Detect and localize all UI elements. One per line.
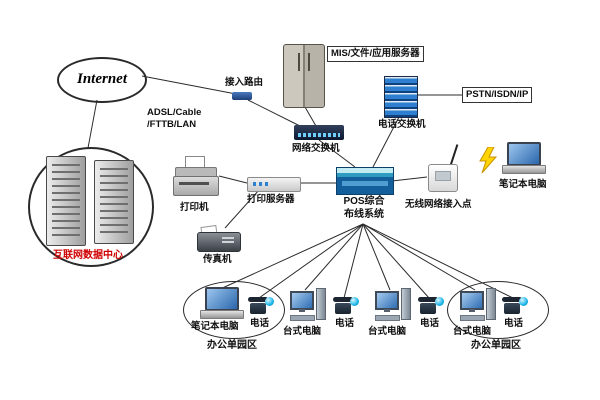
internet-label: Internet — [76, 71, 127, 87]
pos-label-line2: 布线系统 — [344, 208, 384, 220]
fax-label: 传真机 — [203, 254, 232, 265]
desktop-icon — [375, 288, 411, 324]
datacenter-label: 互联网数据中心 — [53, 250, 123, 261]
mis-server-label: MIS/文件/应用服务器 — [327, 46, 424, 62]
server-tower-icon — [94, 160, 134, 244]
pbx-label: 电话交换机 — [378, 119, 426, 130]
office-area-right-label: 办公单园区 — [471, 340, 521, 351]
printer-label: 打印机 — [180, 202, 209, 213]
office-area-left-label: 办公单园区 — [207, 340, 257, 351]
wireless-ap-icon — [424, 144, 464, 194]
device-label: 电话 — [504, 318, 524, 329]
desktop-icon — [460, 288, 496, 324]
wireless-ap-label: 无线网络接入点 — [405, 199, 472, 210]
laptop-icon — [200, 287, 244, 319]
pos-cabling-system-icon — [336, 167, 394, 195]
mis-server-icon — [283, 44, 325, 108]
phone-icon — [333, 297, 359, 317]
phone-icon — [502, 297, 528, 317]
access-router-icon — [232, 92, 252, 100]
pstn-label: PSTN/ISDN/IP — [462, 87, 533, 103]
pos-label-line1: POS综合 — [343, 196, 385, 207]
device-label: 电话 — [335, 318, 355, 329]
laptop-icon — [502, 142, 546, 174]
internet-cloud: Internet — [57, 57, 147, 103]
laptop-right-label: 笔记本电脑 — [499, 179, 547, 190]
access-router-label: 接入路由 — [225, 77, 264, 88]
phone-icon — [248, 297, 274, 317]
network-switch-icon — [294, 125, 344, 140]
pos-label: POS综合 布线系统 — [336, 196, 392, 221]
adsl-label-line2: /FTTB/LAN — [147, 118, 197, 130]
print-server-label: 打印服务器 — [247, 194, 295, 205]
device-label: 台式电脑 — [453, 326, 492, 337]
device-label: 笔记本电脑 — [191, 321, 239, 332]
lightning-icon — [479, 147, 498, 173]
server-tower-icon — [46, 156, 86, 246]
phone-icon — [418, 297, 444, 317]
device-label: 台式电脑 — [283, 326, 322, 337]
fax-machine-icon — [197, 224, 241, 252]
device-label: 电话 — [250, 318, 270, 329]
adsl-label-line1: ADSL/Cable — [147, 107, 202, 118]
network-switch-label: 网络交换机 — [292, 143, 340, 154]
pbx-switch-icon — [384, 76, 418, 118]
device-label: 电话 — [420, 318, 440, 329]
adsl-label: ADSL/Cable /FTTB/LAN — [147, 107, 201, 131]
printer-icon — [173, 156, 219, 200]
device-label: 台式电脑 — [368, 326, 407, 337]
desktop-icon — [290, 288, 326, 324]
print-server-icon — [247, 177, 301, 192]
